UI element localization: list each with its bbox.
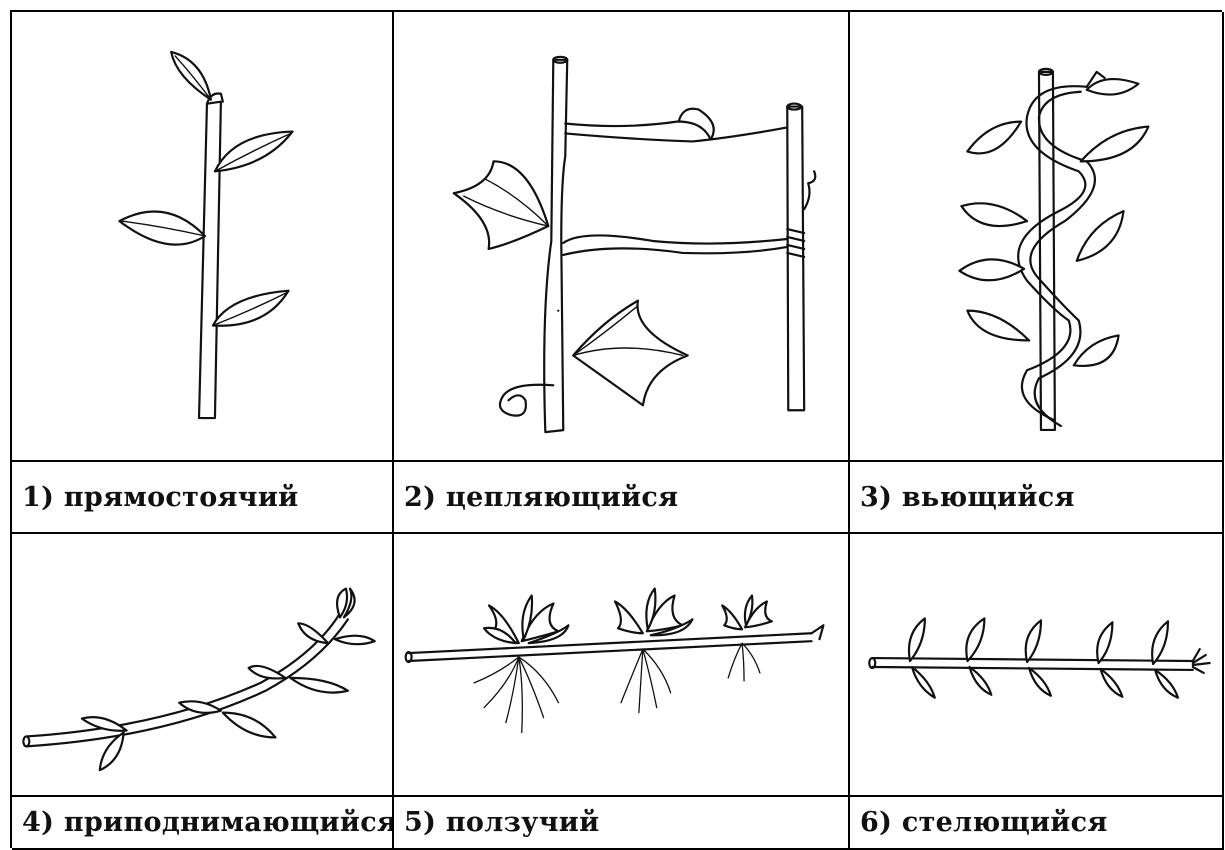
stem-types-table: 1) прямостоячий 2) цепляющийся 3) вьющий… <box>10 10 1222 848</box>
stem-type-label-5: 5) ползучий <box>394 797 850 850</box>
stem-type-name: цепляющийся <box>446 482 679 513</box>
stem-type-number: 6) <box>860 807 892 838</box>
trailing-stem-drawing-icon <box>850 534 1224 797</box>
twining-stem-drawing-icon <box>850 12 1224 462</box>
stem-type-label-4: 4) приподнимающийся <box>12 797 394 850</box>
stem-type-name: стелющийся <box>902 807 1108 838</box>
stem-type-label-2: 2) цепляющийся <box>394 462 850 534</box>
stem-type-number: 4) <box>22 807 54 838</box>
stem-type-label-6: 6) стелющийся <box>850 797 1224 850</box>
stem-type-name: ползучий <box>446 807 600 838</box>
stem-type-name: вьющийся <box>902 482 1075 513</box>
stem-type-name: приподнимающийся <box>64 807 394 838</box>
stem-type-label-1: 1) прямостоячий <box>12 462 394 534</box>
creeping-stem-drawing-icon <box>394 534 850 797</box>
stem-type-name: прямостоячий <box>64 482 299 513</box>
stem-type-label-3: 3) вьющийся <box>850 462 1224 534</box>
stem-type-number: 3) <box>860 482 892 513</box>
stem-type-number: 1) <box>22 482 54 513</box>
ascending-stem-drawing-icon <box>12 534 394 797</box>
stem-type-number: 2) <box>404 482 436 513</box>
erect-stem-drawing-icon <box>12 12 394 462</box>
stem-type-number: 5) <box>404 807 436 838</box>
climbing-tendril-stem-drawing-icon <box>394 12 850 462</box>
